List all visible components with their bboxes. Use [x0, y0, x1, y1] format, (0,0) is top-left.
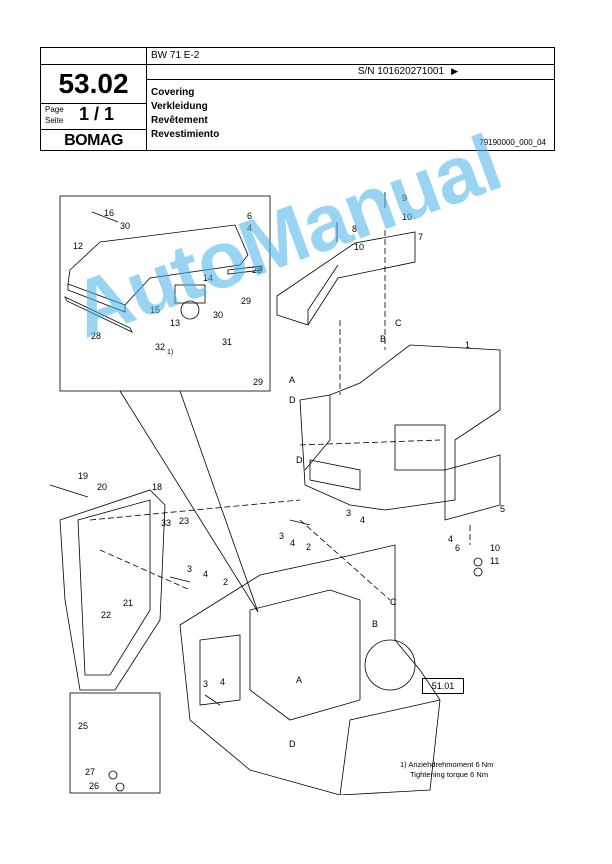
callout-14: 14 — [203, 273, 213, 283]
view-a: A — [296, 675, 302, 685]
callout-12: 12 — [73, 241, 83, 251]
callout-8: 8 — [352, 224, 357, 234]
callout-9: 9 — [402, 193, 407, 203]
view-d: D — [289, 395, 296, 405]
callout-10: 10 — [354, 242, 364, 252]
cover-panel-12 — [67, 224, 249, 306]
callout-28: 28 — [252, 265, 262, 275]
callout-18: 18 — [152, 482, 162, 492]
section-titles: Covering Verkleidung Revêtement Revestim… — [151, 86, 219, 142]
housing-1 — [299, 344, 501, 511]
footnote-de: 1) Anziehdrehmoment 6 Nm — [400, 760, 494, 769]
callout-3: 3 — [203, 679, 208, 689]
callout-16: 16 — [104, 208, 114, 218]
callout-21: 21 — [123, 598, 133, 608]
reference-page-box: 51.01 — [422, 678, 464, 694]
header-rule — [146, 79, 554, 80]
nameplate-5 — [444, 454, 501, 521]
view-a: A — [289, 375, 295, 385]
serial-arrow-icon: ▶ — [451, 66, 458, 76]
page-label-en: Page — [45, 105, 64, 114]
page-number: 1 / 1 — [79, 104, 115, 124]
view-c: C — [390, 597, 397, 607]
callout-6: 6 — [247, 211, 252, 221]
detail-inset-box — [69, 692, 161, 794]
title-en: Covering — [151, 87, 195, 98]
footnote-en: Tightening torque 6 Nm — [410, 770, 489, 779]
header-rule — [41, 103, 146, 104]
bomag-logo: BOMAG — [64, 132, 123, 149]
callout-6: 6 — [455, 543, 460, 553]
callout-20: 20 — [97, 482, 107, 492]
callout-28: 28 — [91, 331, 101, 341]
callout-30: 30 — [120, 221, 130, 231]
view-b: B — [372, 619, 378, 629]
callout-10: 10 — [490, 543, 500, 553]
callout-15: 15 — [150, 305, 160, 315]
header-divider — [146, 48, 147, 150]
callout-33: 33 — [161, 518, 171, 528]
callout-3: 3 — [346, 508, 351, 518]
callout-25: 25 — [78, 721, 88, 731]
footnote: 1) Anziehdrehmoment 6 Nm Tightening torq… — [400, 760, 493, 780]
callout-27: 27 — [85, 767, 95, 777]
callout-3: 3 — [187, 564, 192, 574]
callout-4: 4 — [247, 223, 252, 233]
header-rule — [41, 129, 146, 130]
callout-2: 2 — [306, 542, 311, 552]
callout-5: 5 — [500, 504, 505, 514]
callout-23: 23 — [179, 516, 189, 526]
view-b: B — [380, 334, 386, 344]
callout-10: 10 — [402, 212, 412, 222]
model-name: BW 71 E-2 — [151, 50, 200, 61]
callout-1: 1 — [465, 340, 470, 350]
callout-4: 4 — [203, 569, 208, 579]
callout-11: 11 — [490, 556, 499, 566]
detail-inset-box — [59, 195, 271, 392]
seal-strip-28 — [64, 296, 133, 333]
document-number: 79190000_000_04 — [479, 138, 546, 147]
exploded-parts-drawing: 16 30 12 6 4 28 14 15 29 30 13 28 32 1) … — [49, 192, 505, 795]
header-block: BW 71 E-2 S/N 101620271001 ▶ Covering Ve… — [40, 47, 555, 151]
header-rule — [146, 64, 554, 65]
header-rule — [41, 64, 146, 65]
title-fr: Revêtement — [151, 115, 208, 126]
title-es: Revestimiento — [151, 129, 220, 140]
callout-29: 29 — [253, 377, 263, 387]
callout-22: 22 — [101, 610, 111, 620]
callout-4: 4 — [220, 677, 225, 687]
callout-30: 30 — [213, 310, 223, 320]
view-c: C — [395, 318, 402, 328]
callout-13: 13 — [170, 318, 180, 328]
callout-31: 31 — [222, 337, 232, 347]
footnote-mark: 1) — [167, 349, 173, 356]
title-de: Verkleidung — [151, 101, 208, 112]
view-d: D — [296, 455, 303, 465]
callout-4: 4 — [360, 515, 365, 525]
callout-19: 19 — [78, 471, 88, 481]
callout-26: 26 — [89, 781, 99, 791]
callout-4: 4 — [448, 534, 453, 544]
cover-plate-7 — [276, 231, 416, 326]
callout-labels: 16 30 12 6 4 28 14 15 29 30 13 28 32 1) … — [73, 193, 505, 791]
callout-4: 4 — [290, 538, 295, 548]
side-cover-18 — [59, 489, 166, 691]
serial-number: S/N 101620271001 — [357, 66, 444, 77]
main-frame — [179, 544, 441, 795]
callout-2: 2 — [223, 577, 228, 587]
section-number: 53.02 — [58, 68, 129, 99]
callout-29: 29 — [241, 296, 251, 306]
view-d: D — [289, 739, 296, 749]
page-label-de: Seite — [45, 116, 64, 125]
callout-7: 7 — [418, 232, 423, 242]
callout-3: 3 — [279, 531, 284, 541]
callout-32: 32 — [155, 342, 165, 352]
